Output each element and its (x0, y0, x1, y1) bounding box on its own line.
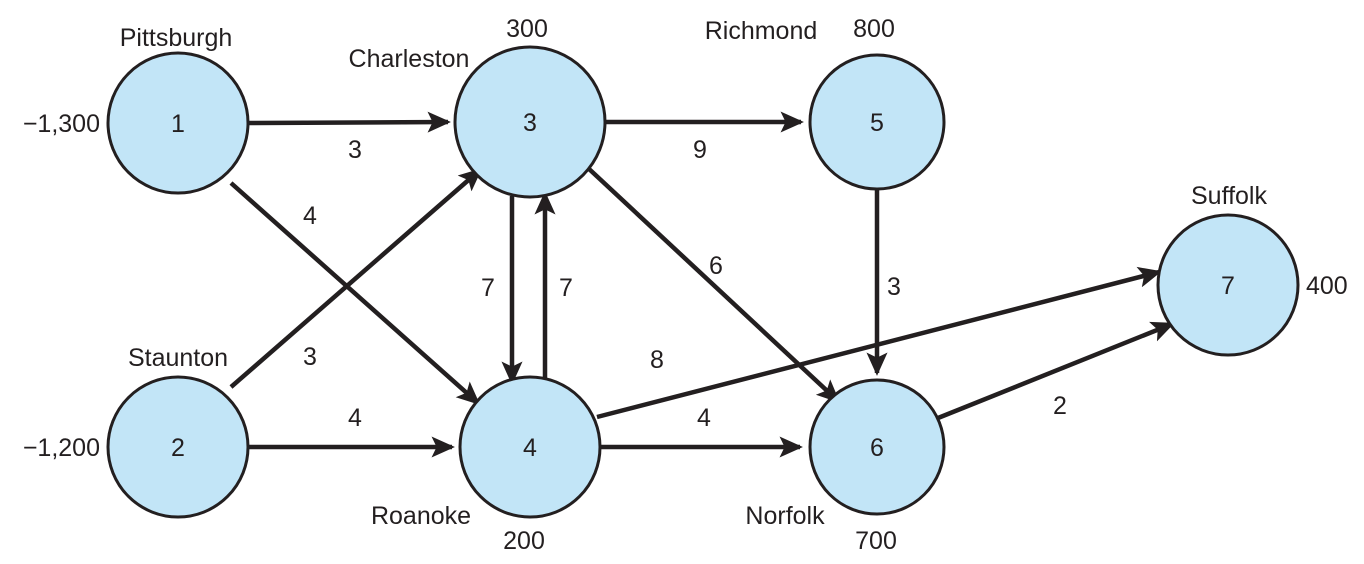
edge-cost-2-to-3: 3 (303, 343, 317, 371)
edge-cost-1-to-4: 4 (303, 202, 317, 230)
city-label-pittsburgh: Pittsburgh (120, 24, 233, 52)
city-label-richmond: Richmond (705, 17, 818, 45)
supply-label-node-3: 300 (506, 15, 548, 43)
supply-label-node-4: 200 (503, 527, 545, 555)
node-3[interactable]: 3 (453, 45, 607, 199)
node-1[interactable]: 1 (106, 51, 250, 195)
supply-label-node-6: 700 (855, 527, 897, 555)
supply-label-node-7: 400 (1306, 272, 1348, 300)
edge-cost-labels-layer: 3 4 3 4 7 7 9 6 4 8 3 2 (303, 136, 1067, 432)
node-6-circle[interactable] (808, 378, 946, 516)
edge-cost-2-to-4: 4 (348, 404, 362, 432)
edge-cost-5-to-6: 3 (887, 273, 901, 301)
node-7[interactable]: 7 (1156, 213, 1300, 357)
node-7-id: 7 (1221, 272, 1235, 300)
node-7-circle[interactable] (1156, 213, 1300, 357)
edge-6-to-7 (937, 321, 1175, 421)
edge-cost-3-to-6: 6 (709, 252, 723, 280)
node-4-circle[interactable] (458, 375, 602, 519)
node-1-id: 1 (171, 110, 185, 138)
edge-2-to-3 (229, 168, 483, 389)
edge-3-to-6 (586, 166, 841, 403)
edge-cost-3-to-4: 7 (481, 274, 495, 302)
city-label-charleston: Charleston (349, 45, 470, 73)
node-4[interactable]: 4 (458, 375, 602, 519)
node-5-circle[interactable] (808, 53, 946, 191)
edge-cost-4-to-7: 8 (650, 346, 664, 374)
supply-label-node-2: −1,200 (23, 434, 100, 462)
edges-layer (229, 111, 1175, 458)
city-label-roanoke: Roanoke (371, 502, 471, 530)
supply-labels-layer: −1,300 −1,200 300 200 800 700 400 (23, 15, 1348, 555)
edge-cost-4-to-6: 4 (697, 404, 711, 432)
node-1-circle[interactable] (106, 51, 250, 195)
node-2-id: 2 (171, 434, 185, 462)
city-label-suffolk: Suffolk (1191, 182, 1267, 210)
node-6[interactable]: 6 (808, 378, 946, 516)
node-5[interactable]: 5 (808, 53, 946, 191)
supply-label-node-1: −1,300 (23, 110, 100, 138)
node-3-id: 3 (523, 109, 537, 137)
edge-cost-4-to-3: 7 (559, 274, 573, 302)
city-label-norfolk: Norfolk (745, 502, 825, 530)
city-labels-layer: Pittsburgh Staunton Charleston Roanoke R… (120, 17, 1268, 530)
node-2-circle[interactable] (106, 375, 250, 519)
edge-1-to-3 (247, 111, 451, 133)
nodes-layer: 1 2 3 4 5 (106, 45, 1300, 519)
edge-cost-3-to-5: 9 (693, 136, 707, 164)
edge-1-to-4 (229, 181, 481, 405)
node-5-id: 5 (870, 109, 884, 137)
node-3-circle[interactable] (453, 45, 607, 199)
edge-cost-1-to-3: 3 (348, 136, 362, 164)
supply-label-node-5: 800 (853, 15, 895, 43)
node-4-id: 4 (523, 434, 537, 462)
node-6-id: 6 (870, 434, 884, 462)
edge-cost-6-to-7: 2 (1053, 392, 1067, 420)
city-label-staunton: Staunton (128, 344, 228, 372)
node-2[interactable]: 2 (106, 375, 250, 519)
